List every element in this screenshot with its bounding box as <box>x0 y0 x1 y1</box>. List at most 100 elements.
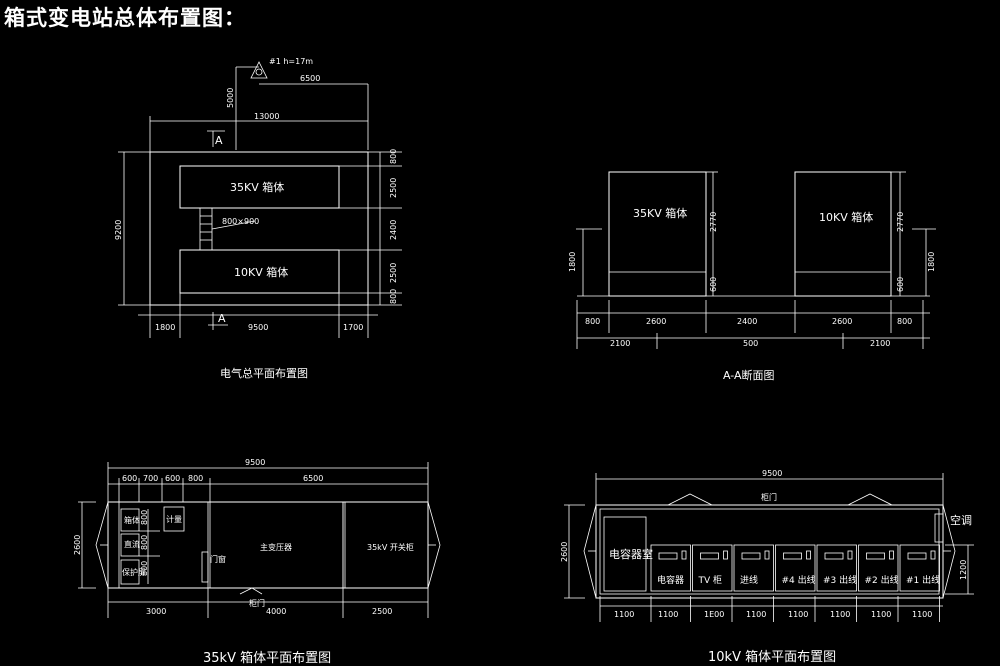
trench-size: 800×900 <box>222 217 259 226</box>
box10-bottom-ticks <box>599 596 940 622</box>
box35-door-mark <box>239 587 263 595</box>
plan-10kv-label: 10KV 箱体 <box>234 265 288 279</box>
dim-1700: 1700 <box>343 323 363 332</box>
switchgear-panel-label: #3 出线 <box>823 574 857 586</box>
panel-handle-icon <box>806 550 811 560</box>
dim-10-b5: 1100 <box>788 610 808 619</box>
section-mark-bottom: A <box>218 312 226 325</box>
dim-800-top: 800 <box>389 149 398 164</box>
plan-10kv: 9500 柜门 电容器室 空调 电容器 TV 柜 进线 #4 出线 #3 出线 #2 出线… <box>560 469 974 665</box>
switchgear-panel <box>775 544 816 592</box>
drawing-title: 箱式变电站总体布置图： <box>4 6 246 30</box>
gate-label: 门窗 <box>210 554 226 564</box>
panel-meter-icon <box>824 552 844 560</box>
cable-trench <box>199 207 213 251</box>
switchgear-panel-label: TV 柜 <box>698 574 723 586</box>
dim-1800-b: 1800 <box>927 252 936 272</box>
dim-6500: 6500 <box>300 74 320 83</box>
site-boundary <box>149 151 369 306</box>
dim-35-4000: 4000 <box>266 607 286 616</box>
section-caption: A-A断面图 <box>723 368 775 382</box>
cabinet-2 <box>120 533 140 557</box>
cabinet-1 <box>120 508 140 532</box>
cell-label-1: 箱体 <box>124 515 140 525</box>
dim-w2100-b: 2100 <box>870 339 890 348</box>
section-mark-top: A <box>215 134 223 147</box>
dim-2770-a: 2770 <box>709 212 718 232</box>
pole-label: #1 h=17m <box>269 57 313 66</box>
dim-v800-c: 800 <box>140 561 149 576</box>
panel-handle-icon <box>764 550 770 560</box>
dim-10-2600: 2600 <box>560 542 569 562</box>
switchgear-panel <box>650 544 691 592</box>
dim-w2400: 2400 <box>737 317 757 326</box>
switchgear-panel-label: 进线 <box>740 574 758 586</box>
capacitor-room <box>603 516 647 592</box>
transformer-room <box>209 501 344 589</box>
panel-meter-icon <box>866 552 885 560</box>
panel-handle-icon <box>889 550 894 560</box>
dim-5000: 5000 <box>226 88 235 108</box>
box35-caption: 35kV 箱体平面布置图 <box>203 650 331 666</box>
dim-2400: 2400 <box>389 220 398 240</box>
plan-10kv-box <box>179 249 340 294</box>
cell-label-2: 直流 <box>124 539 140 549</box>
switchgear-panel-label: #4 出线 <box>782 574 816 586</box>
dim-800-bottom: 800 <box>389 289 398 304</box>
box10-door-mark-left <box>667 493 713 506</box>
dim-10-b4: 1100 <box>746 610 766 619</box>
dim-35-6500: 6500 <box>303 474 323 483</box>
panel-handle-icon <box>681 550 687 560</box>
plan-35kv-box <box>179 165 340 209</box>
cabinet-3 <box>120 559 140 585</box>
dim-13000: 13000 <box>254 112 279 121</box>
dim-w2600-a: 2600 <box>646 317 666 326</box>
switchgear-panel <box>858 544 899 592</box>
dim-9500: 9500 <box>248 323 268 332</box>
section-10kv-box <box>794 171 892 297</box>
dim-w800-b: 800 <box>897 317 912 326</box>
dim-35-3000: 3000 <box>146 607 166 616</box>
dim-10-b7: 1100 <box>871 610 891 619</box>
dim-35-9500: 9500 <box>245 458 265 467</box>
section-10kv-label: 10KV 箱体 <box>819 210 873 224</box>
dim-v800-a: 800 <box>140 510 149 525</box>
section-35kv-box <box>608 171 707 297</box>
dim-10-1200: 1200 <box>959 560 968 580</box>
plan-view: #1 h=17m 5000 6500 13000 35KV 箱体 10KV 箱体… <box>114 57 402 380</box>
dim-35-2600: 2600 <box>73 535 82 555</box>
panel-handle-icon <box>847 550 853 560</box>
switchgear-panel-label: #2 出线 <box>865 574 899 586</box>
dim-w800-a: 800 <box>585 317 600 326</box>
switchgear-room <box>344 501 429 589</box>
box10-right-end <box>942 504 956 599</box>
dim-9200: 9200 <box>114 220 123 240</box>
box35-door-label: 柜门 <box>249 598 265 608</box>
dim-35-600b: 600 <box>165 474 180 483</box>
dim-2500-top: 2500 <box>389 178 398 198</box>
box10-left-end <box>583 504 597 599</box>
panel-meter-icon <box>700 552 719 560</box>
dim-w2600-b: 2600 <box>832 317 852 326</box>
capacitor-room-label: 电容器室 <box>609 547 653 561</box>
dim-w500: 500 <box>743 339 758 348</box>
switchgear-panel <box>733 544 774 592</box>
dim-10-b2: 1100 <box>658 610 678 619</box>
air-conditioner <box>934 513 944 543</box>
dim-1800-a: 1800 <box>568 252 577 272</box>
dim-w2100-a: 2100 <box>610 339 630 348</box>
dim-600-a: 600 <box>709 277 718 292</box>
box10-door-label: 柜门 <box>761 492 777 502</box>
panel-meter-icon <box>658 552 678 560</box>
dim-10-b8: 1100 <box>912 610 932 619</box>
gate-marker <box>201 551 209 583</box>
switchgear-panel-label: 电容器 <box>657 574 684 586</box>
pole-marker <box>255 68 263 76</box>
ac-label: 空调 <box>950 513 972 527</box>
panel-handle-icon <box>723 550 728 560</box>
dim-10-9500: 9500 <box>762 469 782 478</box>
plan-35kv-label: 35KV 箱体 <box>230 180 284 194</box>
dim-35-600: 600 <box>122 474 137 483</box>
